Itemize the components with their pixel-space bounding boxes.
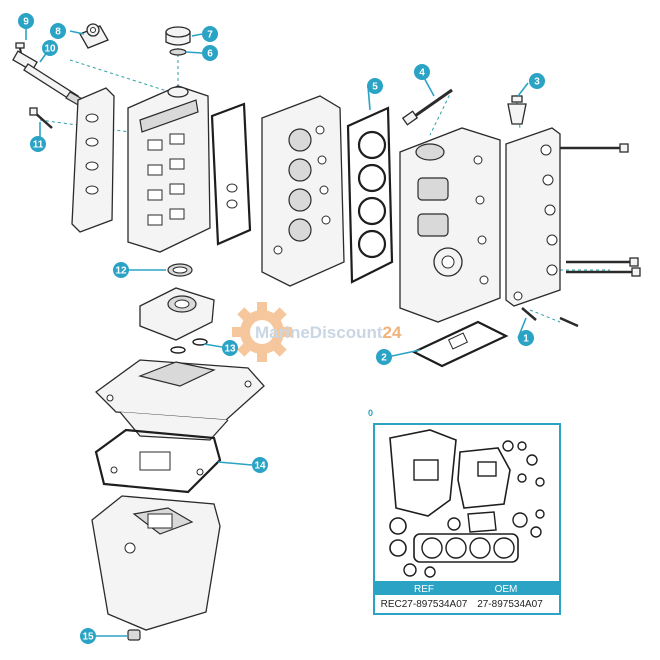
callout-2: 2 [376,349,392,365]
crankcase-bolts [521,143,641,328]
callout-1: 1 [518,330,534,346]
kit-index-label: 0 [368,408,373,418]
callout-12: 12 [113,262,129,278]
cylinder-head-cover [127,85,211,253]
exhaust-cover-plate [71,87,115,233]
callout-8: 8 [50,23,66,39]
callout-15: 15 [80,628,96,644]
watermark-brand: MarineDiscount [255,323,383,342]
callout-10: 10 [42,40,58,56]
o-ring-part [170,338,208,354]
gasket-kit-panel: 0 REF OEM [368,408,561,615]
callout-6: 6 [202,45,218,61]
crankcase [505,127,561,307]
svg-text:11: 11 [33,140,44,151]
watermark-number: 24 [383,323,402,342]
svg-text:12: 12 [115,266,127,277]
callout-14: 14 [252,457,268,473]
kit-oem-value: 27-897534A07 [477,599,543,610]
callout-9: 9 [18,13,34,29]
watermark: MarineDiscount24 [232,302,402,362]
callout-3: 3 [529,73,545,89]
svg-text:8: 8 [55,27,61,38]
svg-text:1: 1 [523,334,529,345]
bolt-part [29,107,53,129]
svg-text:MarineDiscount24: MarineDiscount24 [255,323,402,342]
kit-gasket-set-image [389,429,545,578]
cylinder-head [261,95,345,287]
kit-header-bar [374,581,560,595]
callout-5: 5 [367,78,383,94]
sensor-part [401,88,453,126]
callout-4: 4 [414,64,430,80]
thermostat-cap-part [165,26,191,56]
head-gasket [346,106,394,284]
drain-plug-part [127,629,141,641]
oil-seal-part [167,263,193,277]
plate-gasket [411,320,509,368]
callout-13: 13 [222,340,238,356]
svg-text:15: 15 [82,632,94,643]
oil-pump-housing [139,287,215,341]
svg-text:14: 14 [254,461,266,472]
svg-text:10: 10 [44,44,56,55]
cylinder-block [399,127,501,323]
svg-text:13: 13 [224,344,236,355]
svg-text:5: 5 [372,82,378,93]
adapter-gasket [94,428,222,494]
shaft-part [12,50,85,107]
svg-text:4: 4 [419,68,425,79]
kit-ref-header: REF [414,584,434,595]
thermostat-fitting-part [79,23,109,49]
kit-oem-header: OEM [495,584,518,595]
oil-pan [91,495,221,631]
svg-text:7: 7 [207,30,213,41]
callout-11: 11 [30,136,46,152]
adapter-plate [95,359,265,441]
kit-ref-value: REC27-897534A07 [381,599,468,610]
svg-text:2: 2 [381,353,387,364]
fitting-part [507,95,527,125]
svg-text:6: 6 [207,49,213,60]
cover-gasket [210,102,252,246]
svg-text:3: 3 [534,77,540,88]
callout-7: 7 [202,26,218,42]
svg-text:9: 9 [23,17,29,28]
watermark-gear-icon [232,302,292,362]
